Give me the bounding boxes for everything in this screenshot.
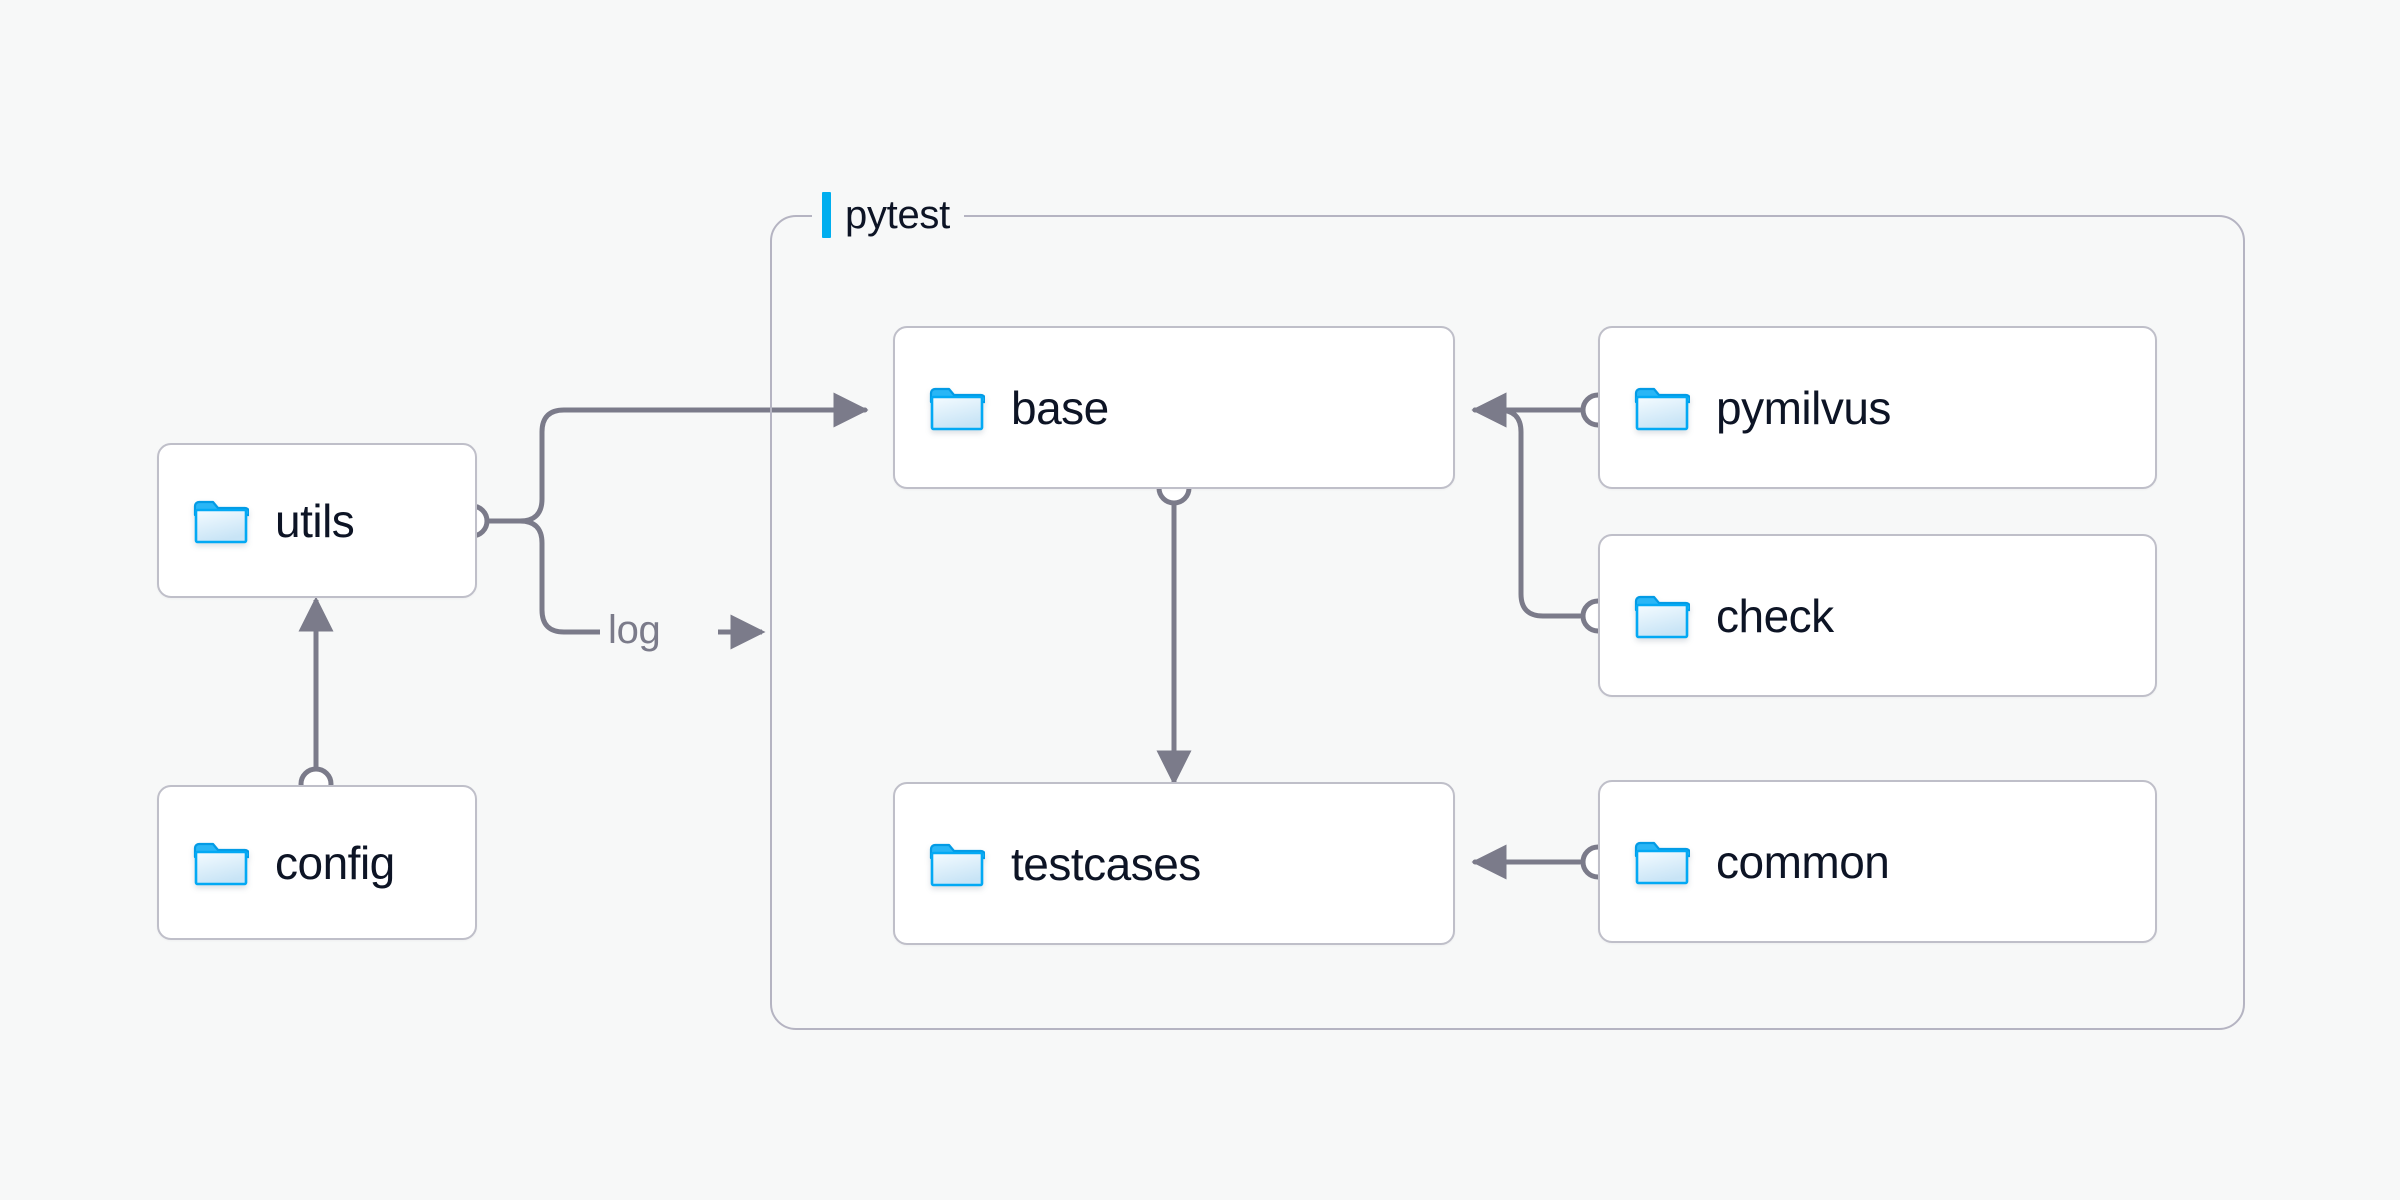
node-pymilvus-label: pymilvus [1716,381,1891,434]
folder-icon [1634,387,1690,430]
folder-icon [929,387,985,430]
node-config-content: config [159,840,395,886]
node-testcases[interactable]: testcases [893,782,1455,945]
node-pymilvus[interactable]: pymilvus [1598,326,2157,489]
group-pytest-label: pytest [812,189,964,241]
node-pymilvus-content: pymilvus [1600,385,1891,431]
node-check-content: check [1600,593,1834,639]
group-pytest-title: pytest [845,193,950,237]
node-config[interactable]: config [157,785,477,940]
folder-icon [193,500,249,543]
node-utils-content: utils [159,494,355,547]
edge-config-utils [298,596,334,802]
node-check[interactable]: check [1598,534,2157,697]
edge-label-log: log [600,610,669,650]
node-common-content: common [1600,835,1890,888]
node-base-label: base [1011,381,1109,434]
folder-icon [1634,841,1690,884]
folder-icon [1634,595,1690,638]
folder-icon [193,842,249,885]
node-utils-label: utils [275,494,355,547]
group-pytest[interactable] [770,215,2245,1030]
group-accent-bar [822,192,831,238]
node-check-label: check [1716,589,1834,642]
node-testcases-content: testcases [895,841,1201,887]
node-testcases-label: testcases [1011,837,1201,890]
node-config-label: config [275,836,395,889]
node-utils[interactable]: utils [157,443,477,598]
node-common[interactable]: common [1598,780,2157,943]
node-base-content: base [895,385,1109,431]
node-common-label: common [1716,835,1890,888]
node-base[interactable]: base [893,326,1455,489]
folder-icon [929,843,985,886]
